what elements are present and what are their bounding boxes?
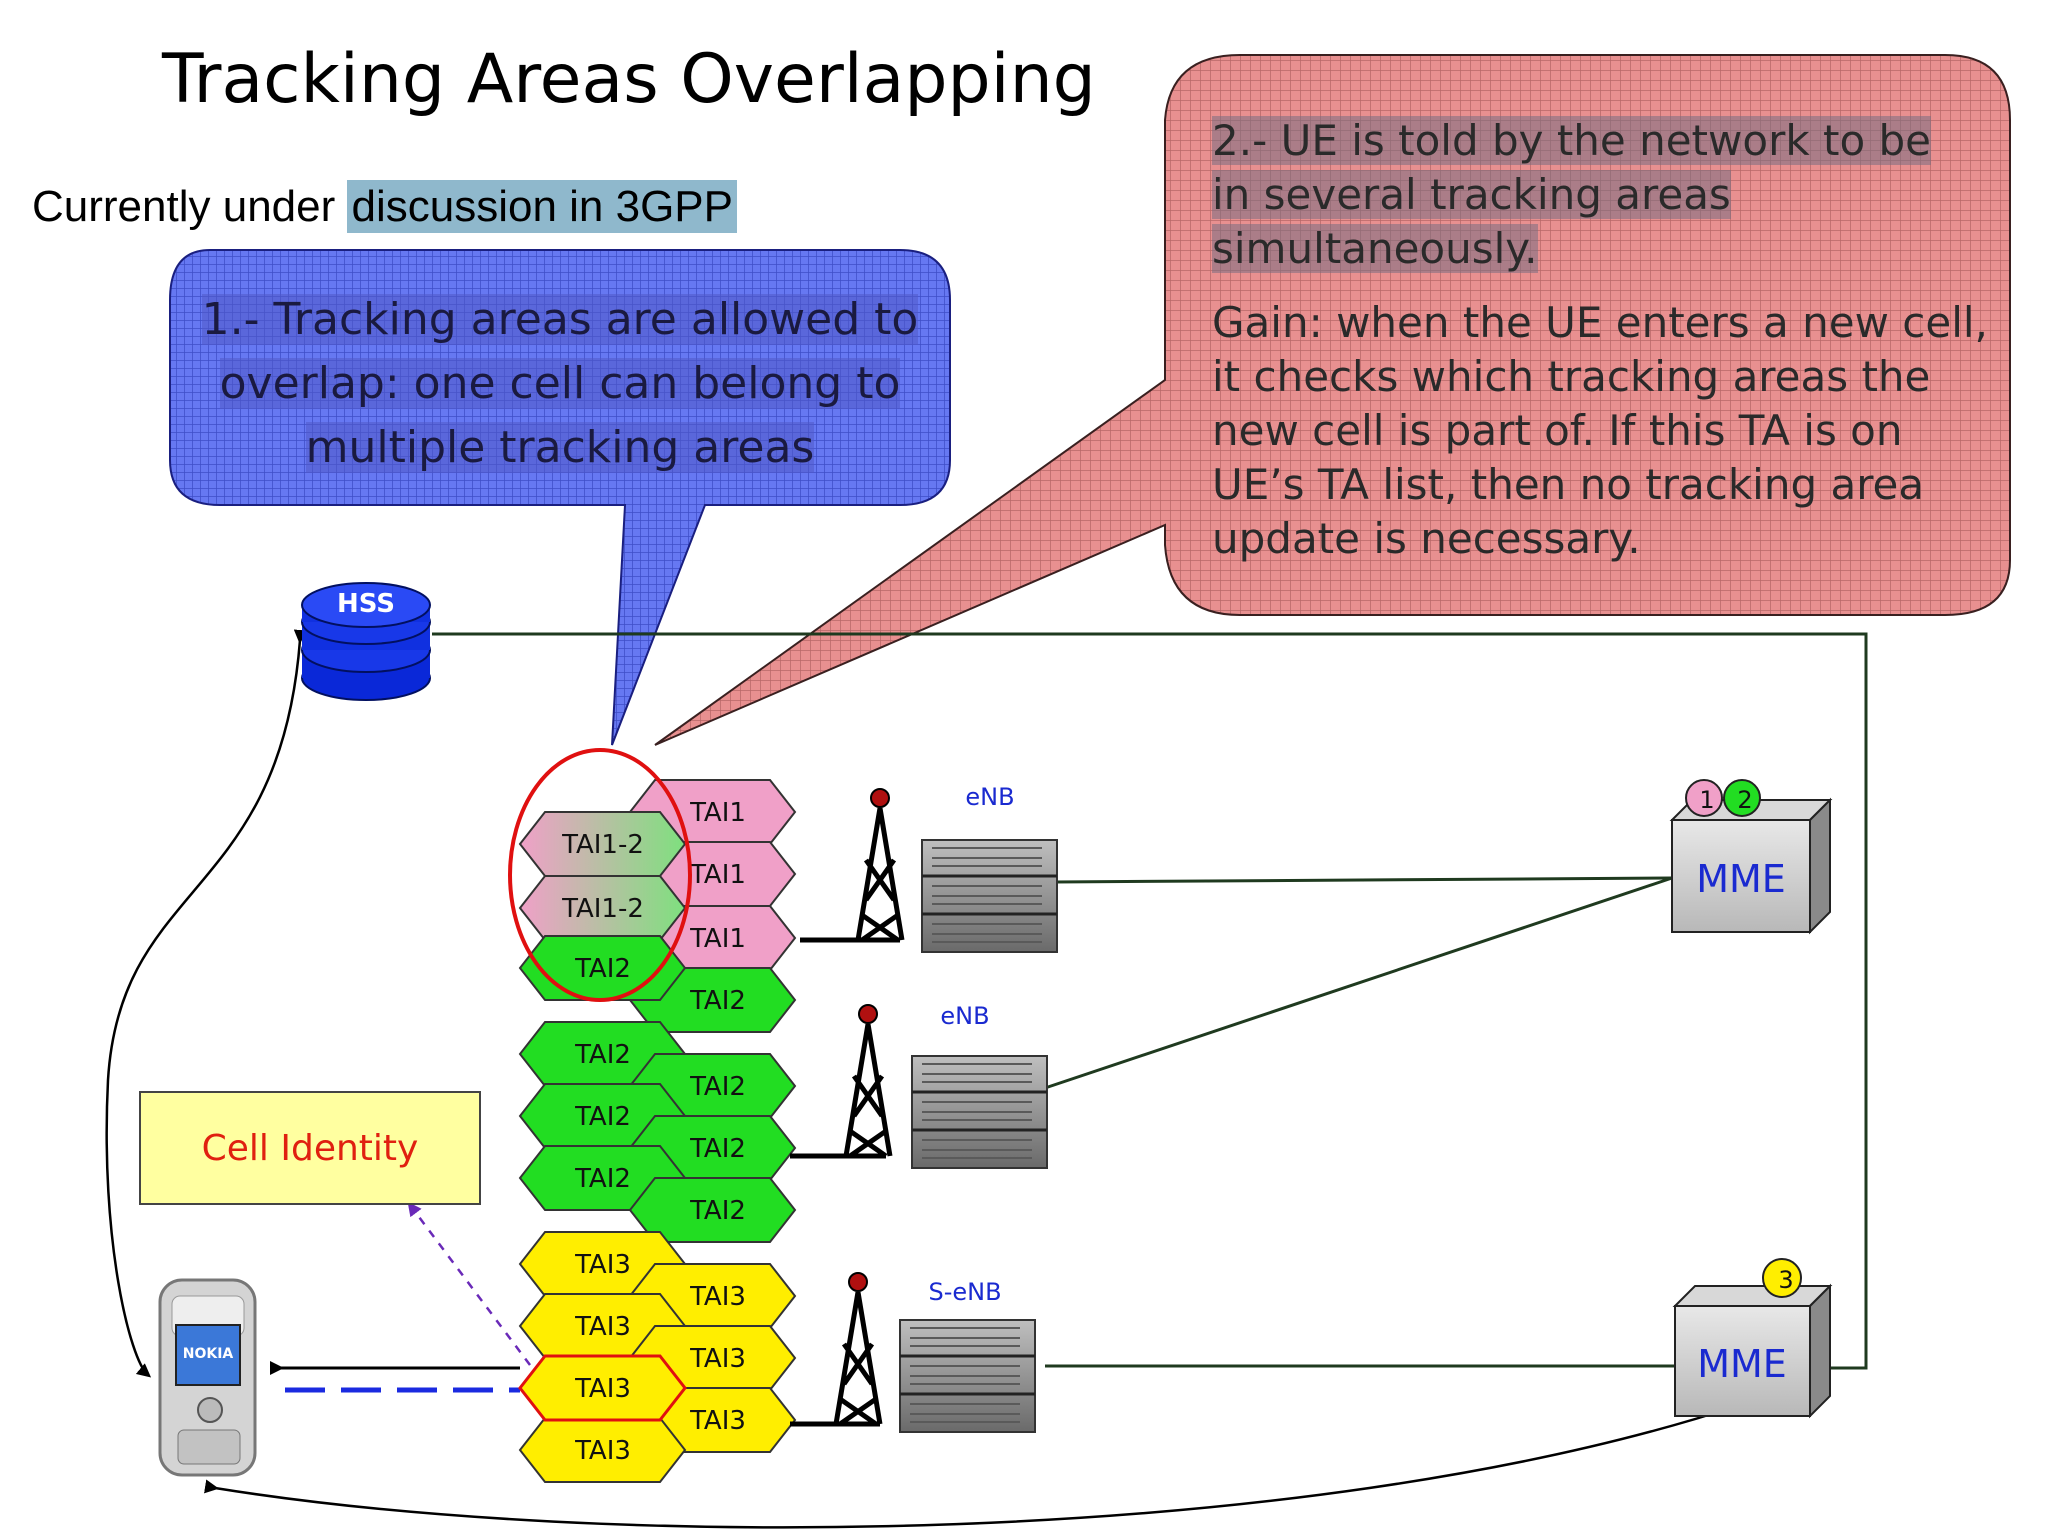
- mobile-phone-icon: NOKIA: [158, 1278, 257, 1477]
- label-tai3-l4: TAI3: [574, 1436, 631, 1466]
- mme-1-badge-1: [1685, 779, 1723, 817]
- antenna-tower-2-icon: [790, 1004, 893, 1159]
- enb-2-server-icon: [911, 1055, 1048, 1169]
- label-tai3-l3: TAI3: [574, 1374, 631, 1404]
- label-tai2-r2: TAI2: [689, 1072, 746, 1102]
- enb1-mme1-link: [1054, 876, 1673, 884]
- mme-2-badge: [1762, 1258, 1802, 1298]
- label-tai3-l1: TAI3: [574, 1250, 631, 1280]
- mme-2-label: MME: [1697, 1342, 1787, 1386]
- callout-2-bubble: [654, 54, 2011, 746]
- tai-cells: [518, 779, 797, 1483]
- mme-1-badge-2: [1723, 779, 1761, 817]
- antenna-tower-3-icon: [790, 1272, 883, 1427]
- network-links: [432, 632, 1868, 1370]
- enb-2-label: eNB: [940, 1002, 989, 1030]
- mme-2-badge-label: 3: [1778, 1266, 1793, 1294]
- cell-tai2-r4: [628, 1177, 797, 1243]
- slide-subtitle: Currently under discussion in 3GPP: [32, 180, 738, 233]
- ue-mme2-arrow: [204, 1401, 1744, 1529]
- label-tai3-r3: TAI3: [689, 1406, 746, 1436]
- label-tai2-r4: TAI2: [689, 1196, 746, 1226]
- mme-1-box: [1669, 779, 1833, 935]
- label-tai2-l4: TAI2: [574, 1164, 631, 1194]
- overlap-highlight-ring: [508, 748, 692, 1002]
- enb-3-label: S-eNB: [928, 1278, 1001, 1306]
- cell-identity-label: Cell Identity: [202, 1128, 419, 1169]
- hss-label: HSS: [337, 589, 395, 619]
- mme-1-badge-1-label: 1: [1699, 786, 1714, 814]
- phone-brand-label: NOKIA: [183, 1346, 234, 1362]
- label-tai2-l2: TAI2: [574, 1040, 631, 1070]
- label-tai12-a: TAI1-2: [561, 830, 644, 860]
- callout-2-text: 2.- UE is told by the network to be in s…: [1212, 114, 1972, 276]
- label-tai1-b: TAI1: [689, 860, 746, 890]
- antenna-tower-1-icon: [800, 788, 905, 943]
- subtitle-highlight: discussion in 3GPP: [347, 180, 738, 233]
- slide-title: Tracking Areas Overlapping: [162, 40, 1096, 119]
- callout-2-gain-text: Gain: when the UE enters a new cell, it …: [1212, 298, 1988, 563]
- mme-1-badge-2-label: 2: [1737, 786, 1752, 814]
- enb-3-server-icon: [899, 1319, 1036, 1433]
- label-tai3-l2: TAI3: [574, 1312, 631, 1342]
- label-tai3-r1: TAI3: [689, 1282, 746, 1312]
- enb-1-server-icon: [921, 839, 1058, 953]
- callout-2-text-span: 2.- UE is told by the network to be in s…: [1212, 116, 1932, 273]
- enb-1-label: eNB: [965, 783, 1014, 811]
- label-tai2-r3: TAI2: [689, 1134, 746, 1164]
- cell-labels: TAI1 TAI1 TAI1 TAI2 TAI1-2 TAI1-2 TAI2 T…: [561, 798, 746, 1466]
- hss-mme2-link: [432, 632, 1868, 1370]
- label-tai3-r2: TAI3: [689, 1344, 746, 1374]
- label-tai2-l1: TAI2: [574, 954, 631, 984]
- label-tai2-r1: TAI2: [689, 986, 746, 1016]
- ue-hss-arrow: [105, 629, 308, 1378]
- mme-2-box: [1672, 1258, 1833, 1419]
- callout-1-text: 1.- Tracking areas are allowed to overla…: [200, 288, 920, 480]
- callout-1-text-span: 1.- Tracking areas are allowed to overla…: [201, 294, 919, 473]
- mme-1-label: MME: [1696, 857, 1786, 901]
- enb2-mme1-link: [1044, 876, 1673, 1090]
- label-tai2-l3: TAI2: [574, 1102, 631, 1132]
- subtitle-plain: Currently under: [32, 182, 348, 231]
- hss-database: [301, 582, 431, 701]
- label-tai12-b: TAI1-2: [561, 894, 644, 924]
- label-tai1-c: TAI1: [689, 924, 746, 954]
- cell-identity-box: [139, 1091, 481, 1205]
- label-tai1-a: TAI1: [689, 798, 746, 828]
- cell-tai3-l3-current: [518, 1354, 687, 1422]
- cell-identity-arrow: [407, 1201, 531, 1366]
